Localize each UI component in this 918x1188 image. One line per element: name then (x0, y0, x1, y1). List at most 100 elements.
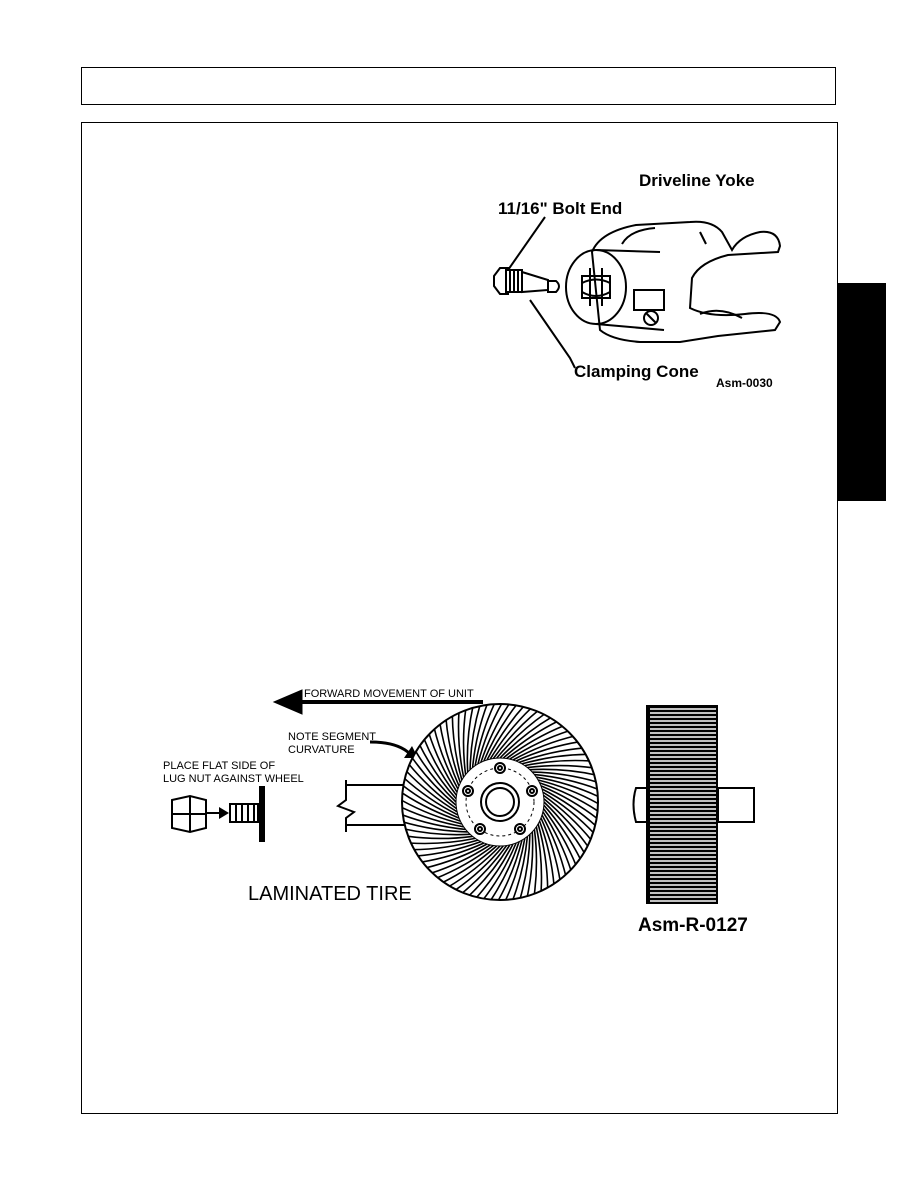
tire-segment-line (541, 814, 567, 878)
tire-segment-line (506, 724, 565, 760)
tire-segment-line (537, 779, 598, 806)
tire-segment-line (515, 740, 580, 762)
tire-segment-line (402, 776, 459, 816)
section-tab (838, 283, 886, 501)
tire-segment-line (460, 845, 508, 895)
tire-segment-line (504, 838, 526, 900)
forward-arrow-icon (272, 689, 303, 715)
tire-segment-line (438, 722, 460, 787)
tire-segment-line (539, 782, 598, 813)
tire-segment-line (483, 704, 519, 762)
tire-segment-line (543, 801, 586, 855)
tire-segment-line (429, 844, 491, 875)
forward-movement-label: FORWARD MOVEMENT OF UNIT (304, 688, 474, 700)
tire-segment-line (447, 845, 501, 888)
lug-nut-line1: PLACE FLAT SIDE OF (163, 760, 276, 772)
content-frame (81, 122, 838, 1114)
tire-segment-line (518, 747, 585, 764)
tire-segment-line (534, 773, 598, 791)
tire-segment-line (433, 726, 459, 790)
tire-segment-line (408, 837, 476, 845)
tire-segment-line (402, 820, 468, 833)
tire-segment-line (540, 785, 598, 821)
figure-code-asm-r-0127: Asm-R-0127 (638, 915, 748, 936)
tire-segment-line (402, 806, 464, 828)
tire-segment-line (537, 823, 549, 890)
page-header-box (81, 67, 836, 105)
tire-segment-line (527, 764, 595, 769)
tire-segment-line (511, 836, 529, 900)
tire-segment-line (512, 735, 576, 761)
tire-segment-line (435, 844, 494, 880)
clamping-cone-label: Clamping Cone (574, 362, 699, 381)
laminated-tire-label: LAMINATED TIRE (248, 883, 412, 905)
tire-segment-line (529, 768, 597, 776)
lug-nut-line2: LUG NUT AGAINST WHEEL (163, 773, 304, 785)
tire-segment-line (492, 709, 540, 759)
tire-segment-line (453, 845, 504, 892)
tire-segment-line (477, 704, 504, 765)
tire-segment-line (496, 712, 547, 759)
tire-segment-line (524, 759, 592, 767)
tire-segment-line (542, 808, 578, 867)
tire-segment-line (489, 841, 520, 900)
tire-segment-line (451, 714, 463, 781)
lug-nut-instruction: PLACE FLAT SIDE OF LUG NUT AGAINST WHEEL (163, 760, 304, 786)
tire-segment-line (404, 769, 458, 813)
tire-segment-line (521, 753, 588, 765)
tire-segment-line (402, 791, 461, 822)
note-segment-label: NOTE SEGMENT CURVATURE (288, 731, 376, 757)
tire-segment-line (424, 843, 488, 869)
tire-segment-line (509, 729, 571, 760)
tire-segment-line (467, 844, 511, 898)
note-segment-line2: CURVATURE (288, 744, 355, 756)
tire-segment-line (403, 828, 471, 836)
tire-segment-line (422, 737, 458, 796)
tire-segment-line (540, 817, 562, 882)
tire-segment-line (441, 845, 498, 884)
driveline-yoke-label: Driveline Yoke (639, 171, 755, 190)
tire-segment-line (489, 706, 533, 760)
tire-segment-line (481, 842, 517, 900)
tire-segment-line (533, 829, 538, 897)
tire-segment-line (462, 707, 467, 775)
tire-segment-line (541, 788, 598, 828)
tire-segment-line (412, 839, 479, 851)
tire-segment-line (532, 771, 598, 784)
tire-segment-line (526, 831, 534, 899)
tire-segment-line (536, 776, 598, 798)
tire-segment-line (542, 791, 596, 835)
tire-segment-line (535, 826, 543, 894)
tire-segment-line (402, 798, 463, 825)
tire-segment-line (486, 704, 526, 761)
note-segment-line1: NOTE SEGMENT (288, 731, 377, 743)
tire-segment-line (405, 835, 473, 840)
tire-segment-line (499, 716, 553, 759)
tire-segment-line (414, 749, 457, 803)
tire-segment-line (466, 705, 474, 773)
tire-segment-line (407, 762, 457, 810)
tire-segment-line (469, 704, 482, 770)
bolt-end-label: 11/16" Bolt End (498, 199, 623, 218)
tire-segment-line (474, 704, 496, 766)
tire-segment-line (538, 820, 555, 887)
tire-segment-line (474, 843, 514, 900)
tire-segment-line (543, 798, 590, 849)
tire-segment-line (410, 755, 457, 806)
tire-segment-line (480, 704, 511, 763)
tire-segment-line (471, 704, 489, 768)
figure-code-asm-0030: Asm-0030 (716, 376, 773, 390)
tire-segment-line (543, 794, 593, 842)
tire-segment-line (420, 842, 485, 864)
tire-segment-line (418, 743, 457, 800)
tire-segment-line (402, 813, 466, 831)
tire-segment-line (402, 783, 460, 819)
tire-segment-line (543, 804, 582, 861)
tire-segment-line (502, 720, 559, 759)
tire-segment-line (542, 811, 573, 873)
tire-segment-line (496, 839, 523, 900)
tire-segment-line (427, 731, 458, 793)
tire-segment-line (445, 717, 462, 784)
